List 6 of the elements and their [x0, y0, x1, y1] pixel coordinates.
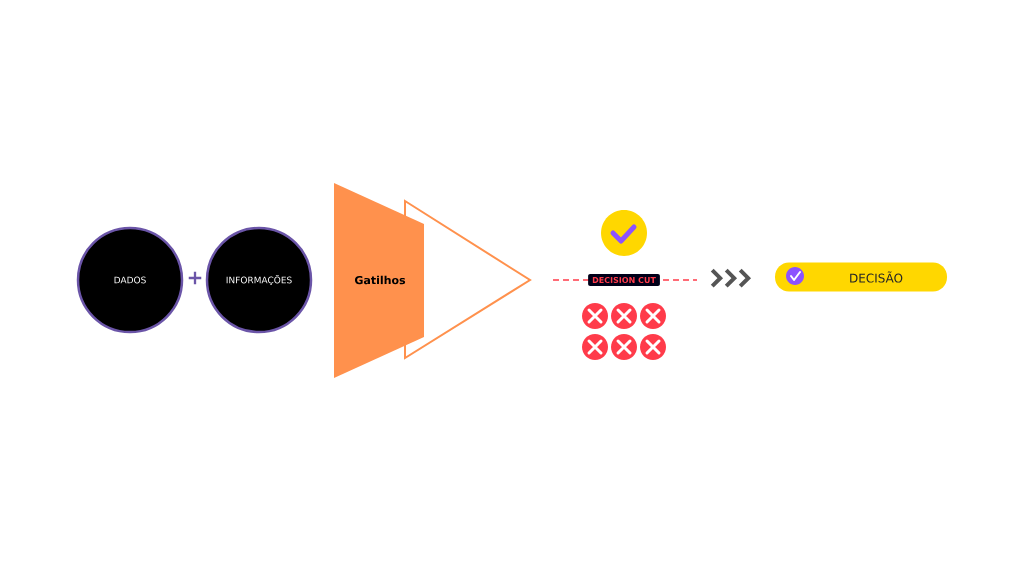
plus-sign: + [188, 271, 202, 285]
chevron-arrow [710, 268, 752, 289]
funnel-drawing: Gatilhos [334, 183, 532, 378]
decision-pill: DECISÃO [775, 262, 947, 292]
decision-cut-line: DECISION CUT [552, 274, 698, 287]
node-label: Gatilhos [354, 275, 406, 285]
